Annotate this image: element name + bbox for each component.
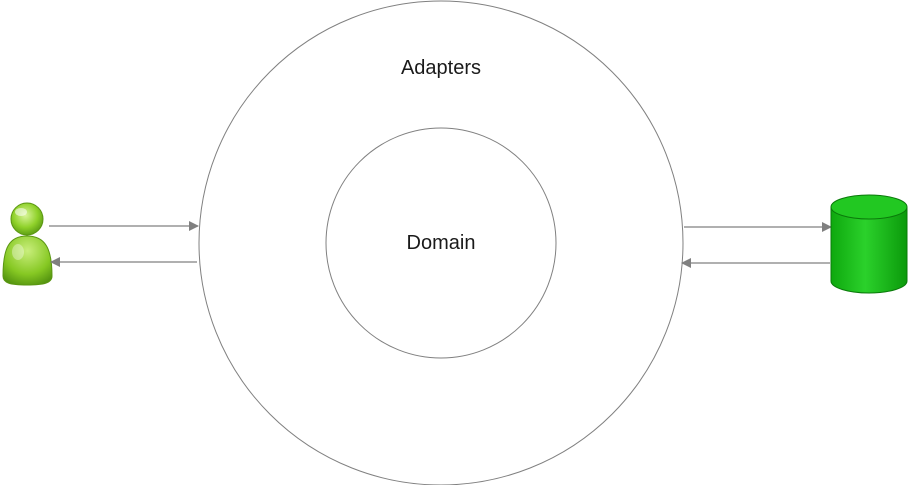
- adapters-label: Adapters: [401, 57, 481, 79]
- user-icon: [2, 202, 53, 286]
- domain-layer: Domain: [325, 127, 557, 359]
- domain-label: Domain: [407, 232, 476, 254]
- database-icon: [830, 194, 908, 294]
- adapters-layer: Adapters: [198, 0, 684, 485]
